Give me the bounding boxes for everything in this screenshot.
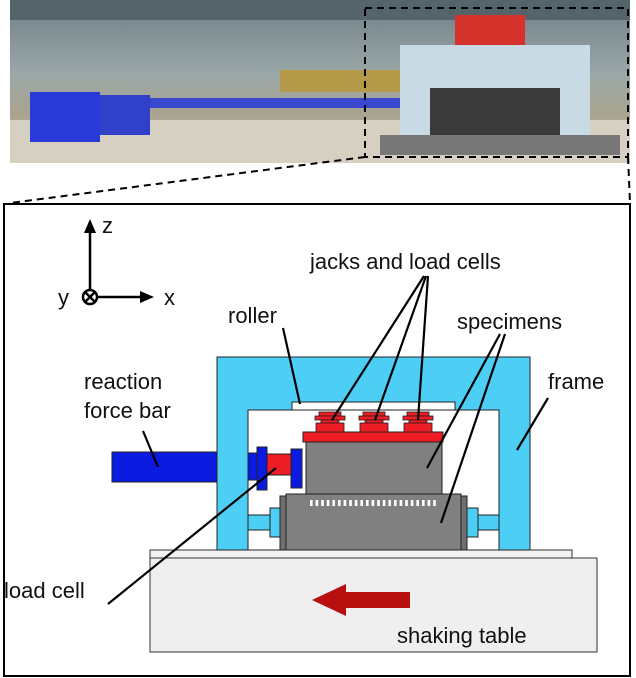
label-reaction: reaction <box>84 369 162 394</box>
specimen-dash <box>377 500 380 506</box>
label-frame: frame <box>548 369 604 394</box>
photo <box>10 0 630 163</box>
jack-neck <box>320 419 340 424</box>
photo-zoom-box <box>364 7 629 158</box>
axis-y-label: y <box>58 285 69 310</box>
load-cell-block <box>359 422 389 433</box>
top-plate <box>302 431 444 443</box>
specimen-dash <box>422 500 425 506</box>
leader-lines <box>107 275 549 605</box>
jack <box>362 411 386 417</box>
specimen-dash <box>427 500 431 506</box>
jack-neck <box>408 419 428 424</box>
specimen-dash <box>382 500 386 506</box>
specimen-dash <box>433 500 436 506</box>
jack-flange <box>358 415 390 421</box>
load-cell-block <box>315 422 345 433</box>
specimen-dash <box>349 500 352 506</box>
label-roller: roller <box>228 303 277 328</box>
label-specimens: specimens <box>457 309 562 334</box>
specimen-dash <box>416 500 419 506</box>
axis-x-label: x <box>164 285 175 310</box>
label-shaking-table: shaking table <box>397 623 527 648</box>
specimen-dash <box>394 500 397 506</box>
roller <box>291 401 456 411</box>
specimen-dash <box>315 500 319 506</box>
specimen-dash <box>354 500 358 506</box>
jack-neck <box>364 419 384 424</box>
specimen-dash <box>338 500 341 506</box>
label-force-bar: force bar <box>84 398 171 423</box>
specimen-dash <box>371 500 375 506</box>
specimen-dash <box>343 500 347 506</box>
specimen-dash <box>332 500 335 506</box>
base-plate <box>149 549 573 559</box>
label-jacks: jacks and load cells <box>309 249 501 274</box>
axes <box>81 219 154 306</box>
specimen-dash <box>405 500 408 506</box>
axis-z-label: z <box>102 213 113 238</box>
specimen-dash <box>388 500 391 506</box>
specimen-dash <box>366 500 369 506</box>
jack-flange <box>314 415 346 421</box>
load-cell-block <box>403 422 433 433</box>
photo-reaction-block <box>30 92 100 142</box>
reaction-force-bar <box>111 451 218 483</box>
motion-arrow <box>312 584 410 616</box>
specimen-dash <box>310 500 313 506</box>
specimen-dash <box>326 500 330 506</box>
photo-bar <box>150 98 410 108</box>
specimen-dash <box>399 500 403 506</box>
specimen-dash <box>321 500 324 506</box>
specimen-dash <box>410 500 414 506</box>
label-load-cell: load cell <box>4 578 85 603</box>
specimen-dash <box>360 500 363 506</box>
upper-specimen <box>305 440 443 495</box>
